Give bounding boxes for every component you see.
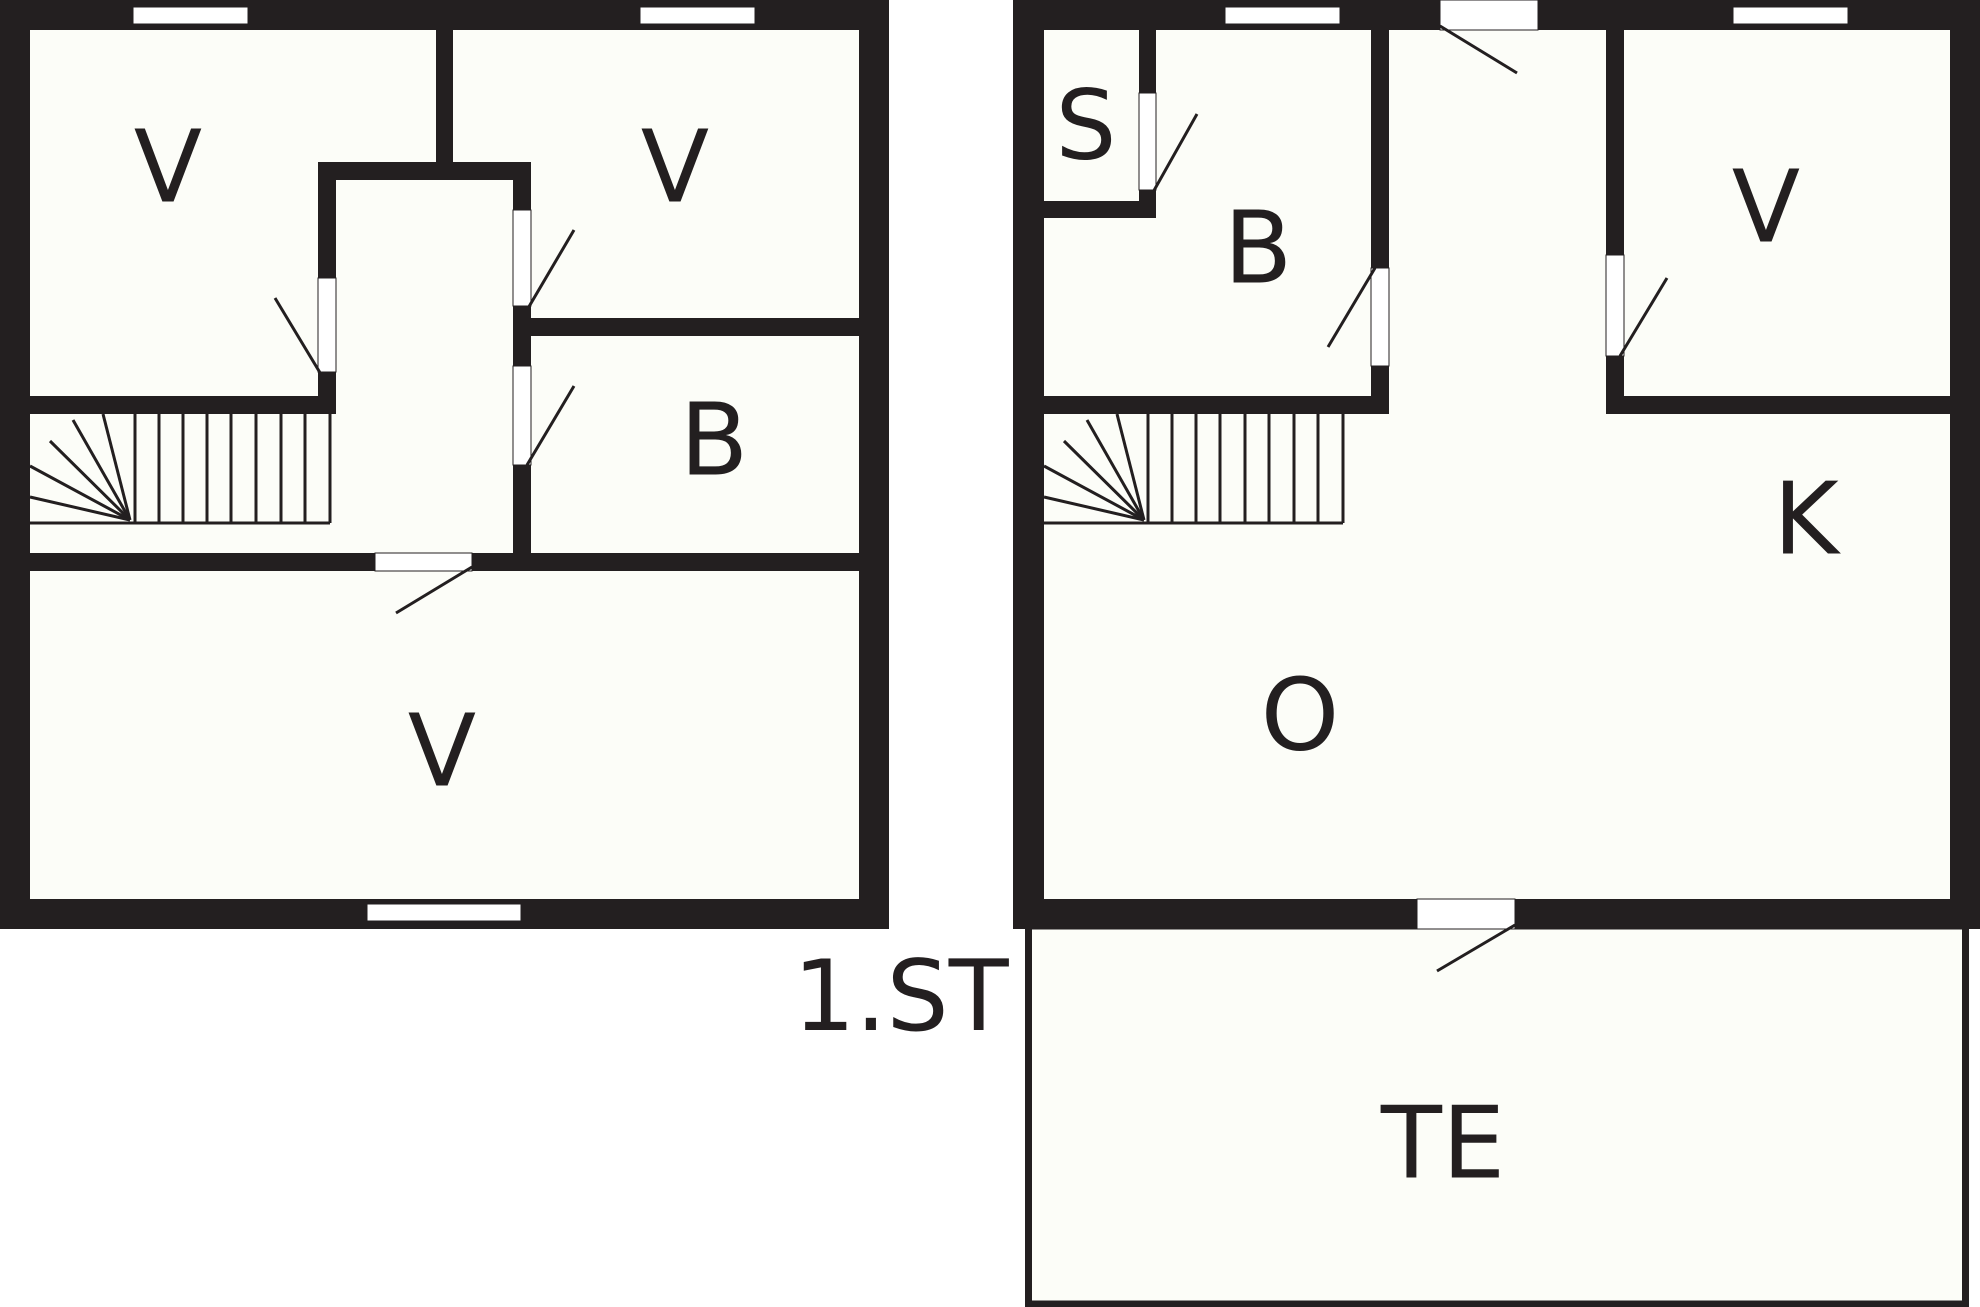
entrance-opening (1439, 0, 1539, 31)
room-label-v-top-right: V (641, 108, 709, 225)
floor-label: 1.ST (793, 940, 1010, 1054)
room-label-b-ground: B (1224, 189, 1293, 306)
ground-interior-walls (1044, 30, 1950, 414)
ground-stairs (1043, 413, 1345, 525)
room-label-v-bottom: V (408, 692, 476, 809)
ground-doors (1138, 24, 1669, 973)
room-label-te: TE (1380, 1084, 1505, 1201)
upper-doors (273, 209, 576, 615)
room-label-k: K (1773, 460, 1841, 577)
room-label-s: S (1056, 69, 1117, 181)
terrace-outline (1025, 922, 1969, 1307)
window (1732, 6, 1849, 25)
window (132, 6, 249, 25)
room-label-v-ground: V (1732, 148, 1800, 265)
terrace-door-opening (1416, 898, 1516, 930)
window (1224, 6, 1341, 25)
ground-floor-plan: S B V K O TE (1013, 0, 1980, 1307)
upper-floor-plan: V V B V (0, 0, 889, 929)
room-label-v-top-left: V (134, 108, 202, 225)
room-label-o: O (1261, 656, 1340, 773)
upper-interior-walls (30, 30, 859, 571)
room-label-b-upper: B (680, 381, 749, 498)
window (366, 903, 522, 922)
window (639, 6, 756, 25)
upper-stairs (29, 413, 332, 525)
